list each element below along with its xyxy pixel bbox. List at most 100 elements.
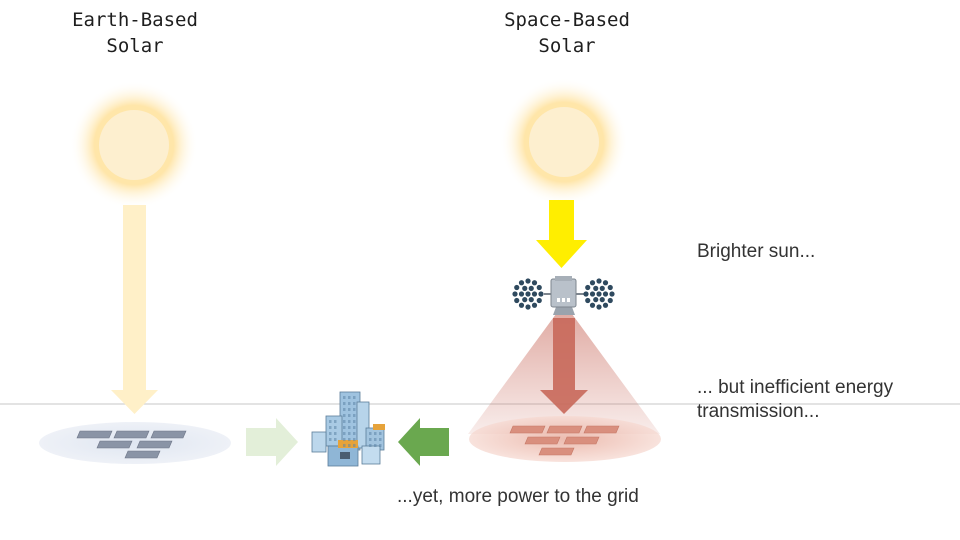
inefficient-transmission-line2: transmission... — [697, 401, 820, 422]
building-window — [353, 402, 356, 405]
satellite-panel-cell — [531, 280, 538, 286]
satellite-panel-cell — [589, 291, 596, 297]
earth-sunlight-arrow — [111, 205, 158, 414]
building-window — [353, 396, 356, 399]
building-window — [348, 444, 351, 447]
building-window — [329, 420, 332, 423]
satellite-panel-cell — [538, 291, 544, 297]
satellite-panel-cell — [518, 302, 525, 308]
building-window — [353, 432, 356, 435]
satellite-panel-cell — [593, 297, 599, 303]
building-window — [353, 408, 356, 411]
satellite-panel-cell — [528, 285, 534, 291]
space-based-title-line2: Solar — [538, 35, 596, 57]
space-based-title-line1: Space-Based — [504, 9, 630, 31]
satellite-panel-cell — [522, 297, 528, 303]
satellite-panel-cell — [599, 285, 605, 291]
building-window — [343, 438, 346, 441]
building-window — [334, 432, 337, 435]
solar-panel-array-icon — [39, 422, 231, 464]
building-window — [348, 426, 351, 429]
satellite-panel-cell — [609, 291, 615, 297]
building-window — [343, 402, 346, 405]
building-window — [348, 396, 351, 399]
satellite-panel-cell — [536, 297, 542, 304]
satellite-panel-cell — [607, 284, 613, 291]
satellite-panel-cell — [531, 302, 538, 308]
earth-based-title-line2: Solar — [106, 35, 164, 57]
satellite-panel-cell — [522, 285, 528, 291]
building-window — [334, 426, 337, 429]
satellite-panel-cell — [596, 278, 602, 284]
building-window — [348, 414, 351, 417]
satellite-panel-cell — [593, 285, 599, 291]
building-window — [329, 438, 332, 441]
satellite-panel-cell — [514, 297, 520, 304]
building-window — [343, 414, 346, 417]
building-window — [343, 420, 346, 423]
building-window — [369, 438, 372, 441]
earth-based-title: Earth-Based Solar — [25, 7, 245, 59]
satellite-panel-cell — [528, 297, 534, 303]
satellite-panel-cell — [525, 278, 531, 284]
building-window — [343, 426, 346, 429]
building-window — [379, 432, 382, 435]
space-based-title: Space-Based Solar — [457, 7, 677, 59]
building-window — [343, 432, 346, 435]
satellite-panel-cell — [512, 291, 518, 297]
solar-panel-array-icon — [469, 416, 661, 462]
inefficient-transmission-caption: ... but inefficient energy transmission.… — [697, 376, 893, 424]
building-window — [343, 408, 346, 411]
satellite-panel-cell — [589, 280, 596, 286]
city-buildings-icon — [311, 391, 385, 467]
building-window — [379, 444, 382, 447]
satellite-panel-cell — [514, 284, 520, 291]
transmission-arrow — [540, 318, 588, 414]
building-window — [353, 426, 356, 429]
satellite-panel-cell — [583, 291, 589, 297]
satellite-panel-cell — [599, 297, 605, 303]
building-window — [334, 438, 337, 441]
building-window — [348, 432, 351, 435]
building-window — [343, 444, 346, 447]
satellite-panel-cell — [518, 291, 525, 297]
building-window — [379, 438, 382, 441]
building-window — [374, 438, 377, 441]
satellite-panel-cell — [518, 280, 525, 286]
satellite-panel-cell — [531, 291, 538, 297]
building-window — [374, 432, 377, 435]
satellite-panel-cell — [596, 291, 602, 297]
building-window — [353, 420, 356, 423]
satellite-panel-cell — [607, 297, 613, 304]
building-window — [369, 432, 372, 435]
satellite-panel-cell — [602, 302, 609, 308]
building-window — [343, 396, 346, 399]
building-window — [334, 420, 337, 423]
satellite-panel-cell — [525, 291, 531, 297]
earth-based-title-line1: Earth-Based — [72, 9, 198, 31]
building-window — [329, 432, 332, 435]
building-window — [353, 438, 356, 441]
sun-icon — [70, 81, 198, 209]
building-window — [369, 444, 372, 447]
satellite-icon — [512, 276, 615, 315]
more-power-caption: ...yet, more power to the grid — [397, 486, 639, 507]
brighter-sun-caption: Brighter sun... — [697, 241, 816, 262]
sun-icon — [500, 78, 628, 206]
satellite-panel-cell — [585, 297, 591, 304]
building-window — [348, 420, 351, 423]
building-window — [353, 444, 356, 447]
satellite-panel-cell — [536, 284, 542, 291]
building-window — [348, 408, 351, 411]
bright-sunlight-arrow — [536, 200, 587, 268]
inefficient-transmission-line1: ... but inefficient energy — [697, 377, 894, 398]
grid-power-arrow — [398, 418, 449, 466]
building-window — [329, 426, 332, 429]
building-window — [348, 438, 351, 441]
satellite-panel-cell — [585, 284, 591, 291]
satellite-panel-cell — [525, 304, 531, 310]
satellite-panel-cell — [602, 280, 609, 286]
building-window — [348, 402, 351, 405]
satellite-panel-cell — [589, 302, 596, 308]
